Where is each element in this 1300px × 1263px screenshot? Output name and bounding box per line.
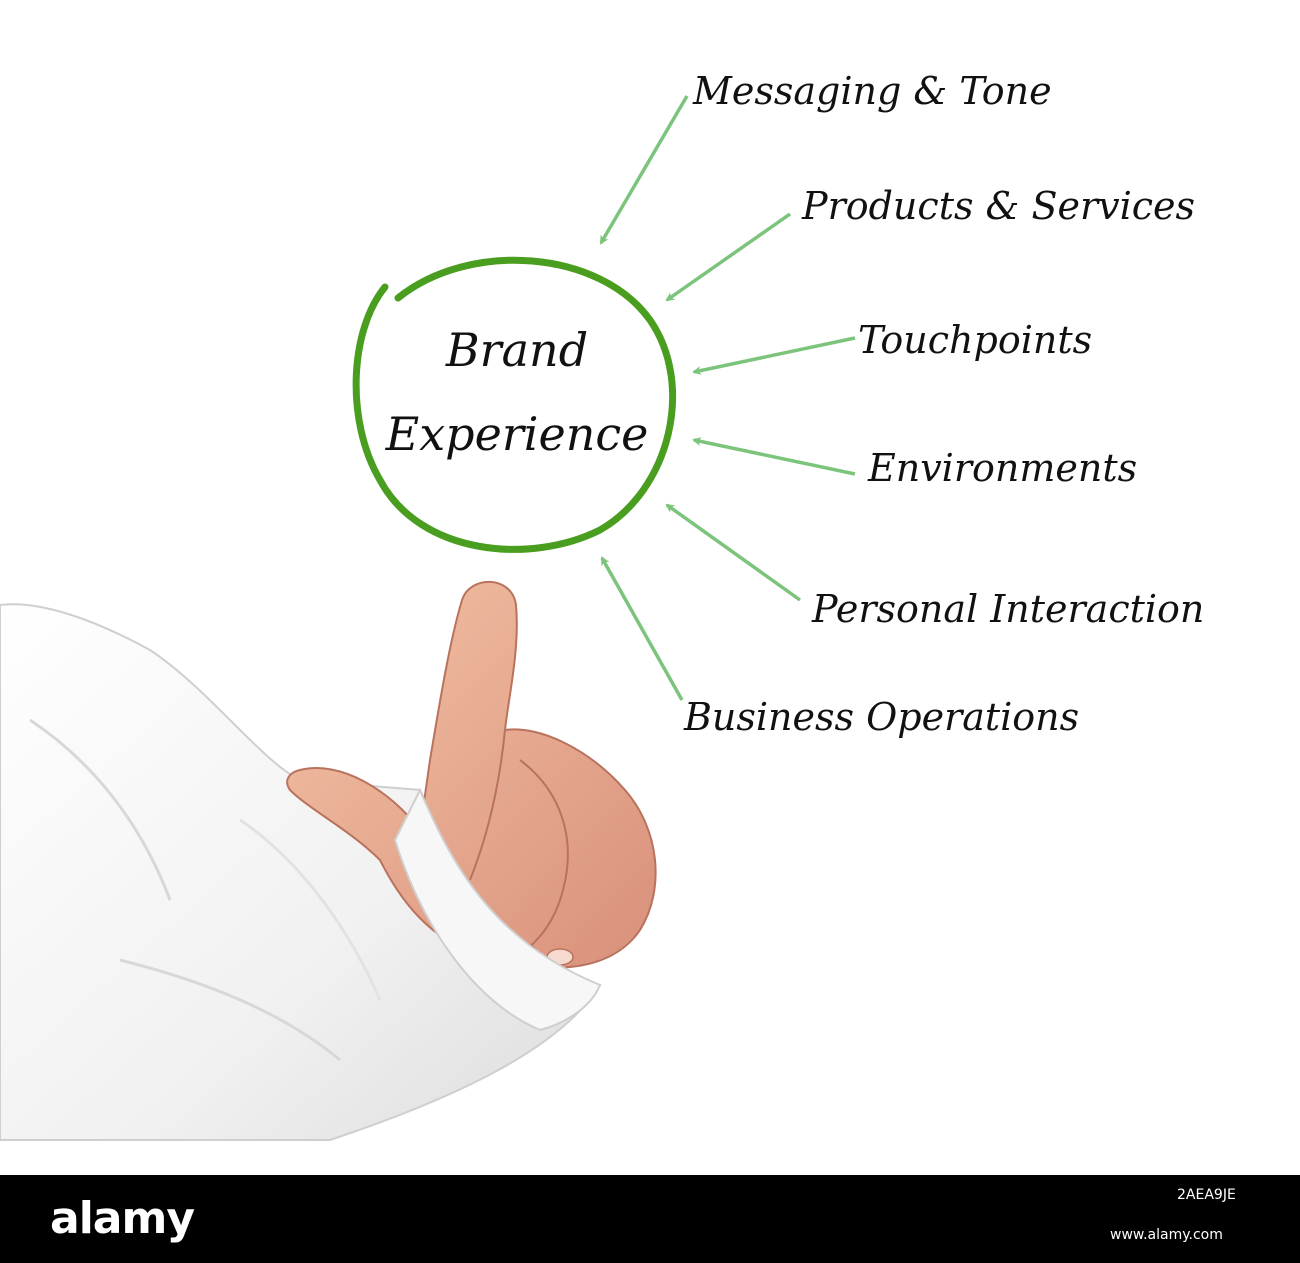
- arrow-messaging: [599, 95, 689, 245]
- alamy-logo: alamy: [50, 1193, 195, 1244]
- footer-url: www.alamy.com: [1110, 1227, 1223, 1243]
- item-label-business: Business Operations: [683, 695, 1079, 739]
- item-label-touchpoints: Touchpoints: [858, 318, 1092, 362]
- item-label-environments: Environments: [867, 446, 1137, 490]
- brand-experience-diagram: Brand Experience Messaging & Tone Produc…: [0, 69, 1204, 1141]
- hand-pointing-icon: [0, 580, 657, 1141]
- arrows: [599, 95, 856, 701]
- item-label-personal: Personal Interaction: [811, 587, 1204, 631]
- item-label-messaging: Messaging & Tone: [692, 69, 1052, 113]
- arrow-products: [665, 212, 792, 302]
- center-title-line1: Brand: [445, 323, 588, 377]
- image-id: 2AEA9JE: [1177, 1187, 1236, 1203]
- center-circle: [352, 256, 677, 553]
- arrow-touchpoints: [692, 336, 856, 375]
- center-title-line2: Experience: [385, 407, 649, 461]
- arrow-environments: [692, 437, 856, 476]
- arrow-business: [600, 556, 684, 701]
- item-label-products: Products & Services: [801, 184, 1195, 228]
- watermark-footer: alamy 2AEA9JE www.alamy.com: [0, 1175, 1300, 1263]
- arrow-personal: [665, 503, 802, 602]
